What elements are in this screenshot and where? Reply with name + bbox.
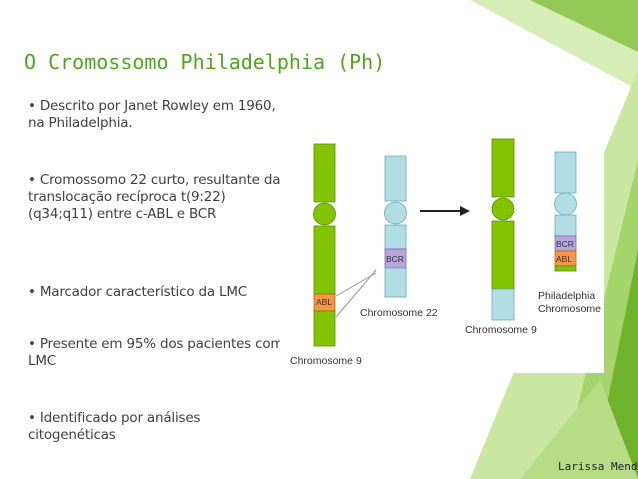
page-title: O Cromossomo Philadelphia (Ph) bbox=[24, 50, 386, 74]
chromosome-9-centromere bbox=[313, 202, 336, 226]
author-name: Larissa Mendes bbox=[558, 460, 638, 473]
chromosome-9-q-tip bbox=[313, 310, 336, 347]
philadelphia-abl-label: ABL bbox=[556, 254, 572, 264]
chromosome-9-before: ABL bbox=[313, 143, 336, 347]
chromosome-22-before-label: Chromosome 22 bbox=[360, 307, 438, 319]
abl-label: ABL bbox=[316, 297, 332, 307]
chromosome-22-p-arm bbox=[384, 155, 407, 202]
chromosome-9-after-centromere bbox=[491, 197, 515, 221]
philadelphia-label-line1: Philadelphia bbox=[538, 290, 595, 302]
bullet-item: • Descrito por Janet Rowley em 1960, na … bbox=[28, 98, 276, 131]
philadelphia-q-arm bbox=[554, 214, 577, 237]
chromosome-22-before: BCR bbox=[384, 155, 407, 298]
translocation-figure: ABL Chromosome 9 BCR Chromosome 22 bbox=[280, 133, 604, 373]
translocation-diagram: ABL Chromosome 9 BCR Chromosome 22 bbox=[290, 138, 601, 367]
chromosome-9-after-p-arm bbox=[491, 138, 515, 198]
philadelphia-q-tip bbox=[554, 265, 577, 272]
philadelphia-label-line2: Chromosome bbox=[538, 303, 601, 315]
bullet-item: • Marcador característico da LMC bbox=[28, 284, 248, 300]
chromosome-9-after-translocated-part bbox=[491, 288, 515, 321]
chromosome-22-centromere bbox=[384, 201, 407, 225]
philadelphia-chromosome: BCR ABL bbox=[554, 151, 577, 272]
chromosome-9-q-arm bbox=[313, 225, 336, 295]
translocation-line bbox=[335, 269, 377, 318]
chromosome-22-q-tip bbox=[384, 267, 407, 298]
decor-top-dark bbox=[530, 0, 638, 52]
chromosome-9-after-label: Chromosome 9 bbox=[465, 324, 537, 336]
arrow-icon bbox=[420, 206, 470, 216]
bullet-item: • Identificado por análises citogenética… bbox=[28, 410, 201, 443]
chromosome-22-q-arm bbox=[384, 224, 407, 250]
decor-bottom-light bbox=[520, 380, 638, 479]
bullet-item: • Presente em 95% dos pacientes com LMC bbox=[28, 336, 284, 369]
philadelphia-p-arm bbox=[554, 151, 577, 194]
chromosome-9-p-arm bbox=[313, 143, 336, 203]
translocation-line bbox=[335, 272, 377, 297]
bcr-label: BCR bbox=[386, 254, 404, 264]
chromosome-9-after-q-arm bbox=[491, 220, 515, 290]
chromosome-9-before-label: Chromosome 9 bbox=[290, 355, 362, 367]
bullet-item: • Cromossomo 22 curto, resultante da tra… bbox=[28, 172, 281, 222]
chromosome-9-after bbox=[491, 138, 515, 321]
philadelphia-centromere bbox=[554, 192, 577, 216]
philadelphia-bcr-label: BCR bbox=[556, 239, 574, 249]
